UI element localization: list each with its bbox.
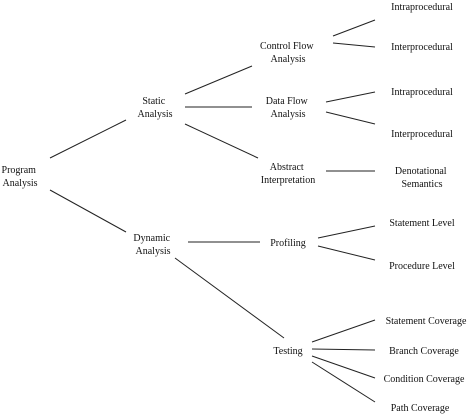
- edge-profiling-statementlevel: [317, 225, 376, 239]
- edge-testing-statementcov: [311, 319, 376, 343]
- edge-dataflow-intra: [325, 91, 376, 103]
- node-statement-coverage: Statement Coverage: [386, 316, 467, 327]
- node-testing: Testing: [273, 346, 302, 357]
- edge-dynamic-testing: [174, 257, 285, 339]
- node-program-analysis: Program Analysis: [2, 165, 39, 189]
- node-df-intraprocedural: Intraprocedural: [391, 87, 453, 98]
- node-df-interprocedural: Interprocedural: [391, 129, 453, 140]
- node-abstract-interpretation: Abstract Interpretation: [261, 162, 315, 186]
- tree-edges: [49, 19, 376, 403]
- node-static-analysis: Static Analysis: [138, 96, 173, 120]
- edge-testing-branchcov: [311, 348, 376, 351]
- edge-static-controlflow: [184, 65, 253, 95]
- edge-root-static: [49, 119, 127, 159]
- node-cf-intraprocedural: Intraprocedural: [391, 2, 453, 13]
- node-profiling: Profiling: [270, 238, 306, 249]
- edge-profiling-procedurelevel: [317, 245, 376, 261]
- edge-dataflow-inter: [325, 111, 376, 125]
- node-path-coverage: Path Coverage: [391, 403, 450, 414]
- node-dynamic-analysis: Dynamic Analysis: [133, 233, 172, 257]
- edge-controlflow-intra: [332, 19, 376, 37]
- node-data-flow-analysis: Data Flow Analysis: [266, 96, 310, 120]
- node-denotational-semantics: Denotational Semantics: [395, 166, 449, 190]
- edge-static-abstract: [184, 123, 259, 159]
- edge-testing-pathcov: [311, 361, 376, 403]
- node-procedure-level: Procedure Level: [389, 261, 455, 272]
- edge-testing-conditioncov: [311, 355, 376, 379]
- node-branch-coverage: Branch Coverage: [389, 346, 459, 357]
- node-control-flow-analysis: Control Flow Analysis: [260, 41, 316, 65]
- node-statement-level: Statement Level: [389, 218, 454, 229]
- node-condition-coverage: Condition Coverage: [384, 374, 465, 385]
- node-cf-interprocedural: Interprocedural: [391, 42, 453, 53]
- edge-root-dynamic: [49, 189, 127, 233]
- edge-controlflow-inter: [332, 42, 376, 48]
